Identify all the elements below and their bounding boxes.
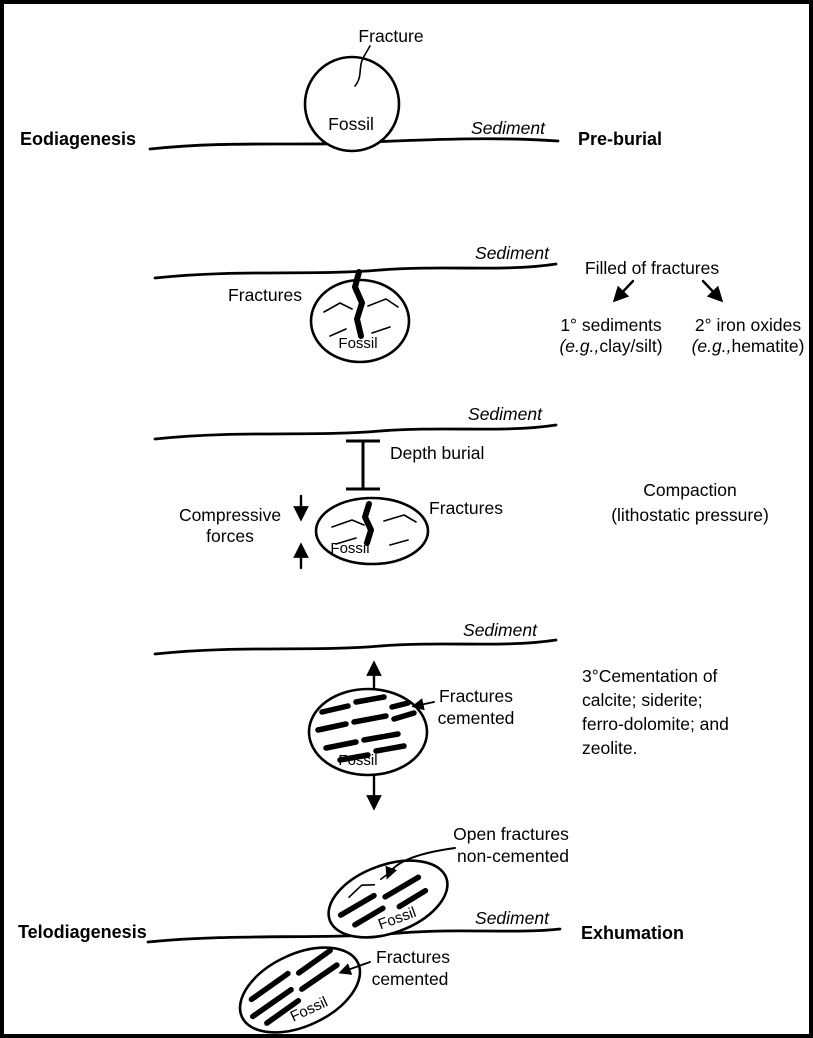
compressive-forces-label-1: Compressive bbox=[179, 505, 281, 525]
fossil-label: Fossil bbox=[338, 752, 377, 769]
fractures-cemented-label-1: Fractures bbox=[439, 686, 513, 706]
fracture-label: Fracture bbox=[358, 26, 423, 46]
secondary-fill-label: 2° iron oxides bbox=[695, 315, 801, 335]
filled-fracture-line bbox=[352, 269, 365, 339]
fractures-cemented-label-2: cemented bbox=[372, 969, 449, 989]
cemented-fracture-dashes bbox=[315, 694, 417, 763]
primary-eg: e.g., bbox=[565, 336, 599, 356]
stage-pre-burial: Fracture Fossil Sediment Eodiagenesis Pr… bbox=[20, 26, 662, 153]
fossil-label: Fossil bbox=[338, 335, 377, 352]
fractures-cemented-label-1: Fractures bbox=[376, 947, 450, 967]
fractures-label: Fractures bbox=[429, 498, 503, 518]
filled-of-fractures-label: Filled of fractures bbox=[585, 258, 719, 278]
sediment-line bbox=[153, 423, 558, 441]
compaction-caption-2: (lithostatic pressure) bbox=[611, 505, 769, 525]
depth-burial-bracket bbox=[346, 439, 380, 491]
fractures-pointer-arrow bbox=[411, 698, 435, 711]
cementation-caption-4: zeolite. bbox=[582, 738, 637, 758]
secondary-paren: ( bbox=[692, 336, 700, 356]
fractures-label: Fractures bbox=[228, 285, 302, 305]
open-fractures-arrow bbox=[385, 847, 456, 880]
stage-label-eodiagenesis: Eodiagenesis bbox=[20, 129, 136, 149]
secondary-fill-example: (e.g.,hematite) bbox=[692, 336, 805, 356]
fossil-upper-group: Fossil bbox=[327, 859, 449, 939]
sediment-label: Sediment bbox=[463, 620, 538, 640]
cementation-caption-1: 3°Cementation of bbox=[582, 666, 718, 686]
secondary-eg: e.g., bbox=[697, 336, 731, 356]
primary-fill-example: (e.g.,clay/silt) bbox=[559, 336, 662, 356]
stage-label-exhumation: Exhumation bbox=[581, 923, 684, 943]
sediment-line bbox=[153, 638, 558, 656]
open-fractures-label-1: Open fractures bbox=[453, 824, 569, 844]
cementation-caption-2: calcite; siderite; bbox=[582, 690, 703, 710]
stage-label-telodiagenesis: Telodiagenesis bbox=[18, 922, 147, 942]
fossil-label: Fossil bbox=[330, 540, 369, 557]
fracture-line bbox=[362, 501, 374, 546]
open-fractures-label-2: non-cemented bbox=[457, 846, 569, 866]
stage-label-pre-burial: Pre-burial bbox=[578, 129, 662, 149]
sediment-label: Sediment bbox=[475, 908, 550, 928]
secondary-rest: hematite) bbox=[731, 336, 804, 356]
crack-lines bbox=[323, 298, 399, 337]
fossil-lower-group: Fossil bbox=[238, 946, 362, 1034]
fractures-cemented-label-2: cemented bbox=[438, 708, 515, 728]
fossil-label: Fossil bbox=[328, 114, 374, 134]
fossil-shell-circle bbox=[303, 55, 401, 153]
depth-burial-label: Depth burial bbox=[390, 443, 484, 463]
stage-exhumation: Fossil Fossil Open fractures non-cemente… bbox=[18, 824, 684, 1034]
stage-cementation: Fractures cemented Fossil Sediment 3°Cem… bbox=[153, 620, 729, 811]
sediment-label: Sediment bbox=[475, 243, 550, 263]
crack-lines bbox=[331, 514, 417, 546]
compaction-caption-1: Compaction bbox=[643, 480, 736, 500]
primary-fill-label: 1° sediments bbox=[560, 315, 662, 335]
cemented-dashes-upper bbox=[337, 874, 429, 928]
fractures-cemented-arrow bbox=[338, 961, 371, 975]
arrow-to-primary-fill bbox=[612, 279, 635, 303]
cementation-caption-3: ferro-dolomite; and bbox=[582, 714, 729, 734]
stage-fracture-filling: Fractures Fossil Sediment Filled of frac… bbox=[153, 243, 805, 364]
fracture-crack-line bbox=[354, 45, 371, 87]
sediment-line bbox=[153, 262, 558, 280]
stage-compaction: Depth burial Compressive forces Fracture… bbox=[153, 404, 769, 570]
arrow-to-secondary-fill bbox=[701, 279, 724, 303]
compressive-forces-label-2: forces bbox=[206, 526, 254, 546]
primary-paren: ( bbox=[559, 336, 567, 356]
primary-rest: clay/silt) bbox=[599, 336, 662, 356]
sediment-label: Sediment bbox=[468, 404, 543, 424]
sediment-label: Sediment bbox=[471, 118, 546, 138]
cemented-dashes-lower bbox=[248, 947, 340, 1026]
